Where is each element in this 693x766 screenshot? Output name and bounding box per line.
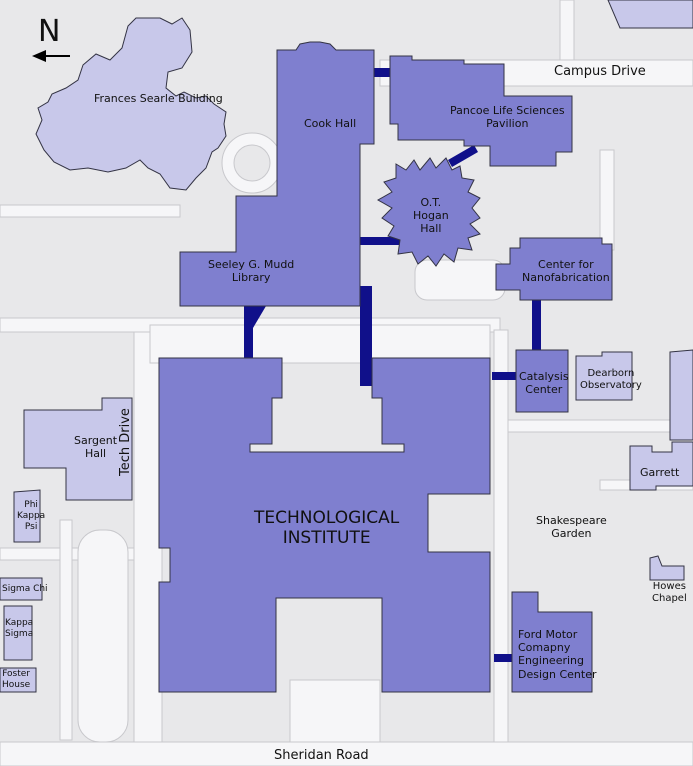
north-east-building-shape[interactable]	[607, 0, 693, 29]
ford-shape[interactable]	[511, 591, 593, 693]
connector-tech-ford	[494, 654, 512, 662]
connectors	[244, 68, 541, 662]
other-buildings	[0, 0, 693, 693]
hogan-courtyard	[414, 259, 506, 301]
tech-south-plaza	[289, 679, 381, 743]
howes-chapel-shape[interactable]	[649, 555, 685, 581]
walkway-west-1	[0, 204, 181, 218]
sargent-hall-shape[interactable]	[23, 397, 133, 501]
walkway-north-east	[559, 0, 575, 61]
sigma-chi-shape[interactable]	[0, 577, 43, 601]
walkway-east-1	[599, 149, 615, 251]
catalysis-shape[interactable]	[515, 349, 569, 413]
phi-kappa-psi-shape[interactable]	[13, 489, 41, 543]
walkway-west-3	[59, 519, 73, 741]
west-garden-path	[77, 529, 129, 743]
connector-cook-tech	[360, 286, 372, 386]
tech-north-plaza	[149, 324, 491, 364]
roundabout-island	[233, 144, 271, 182]
hogan-shape[interactable]	[376, 157, 481, 267]
north-arrow-head	[32, 50, 46, 62]
north-arrow-icon	[32, 50, 70, 62]
connector-cook-pancoe	[374, 68, 390, 77]
sheridan-road-surface	[0, 741, 693, 766]
garrett-shape[interactable]	[629, 441, 693, 491]
walkway-east-of-tech	[493, 329, 509, 743]
dearborn-shape[interactable]	[575, 351, 633, 401]
walkway-east-2	[507, 419, 693, 433]
kappa-sigma-shape[interactable]	[3, 605, 33, 661]
east-building-shape[interactable]	[669, 349, 693, 441]
featured-buildings	[158, 41, 613, 693]
tech-drive-surface	[133, 319, 163, 743]
frances-searle-shape[interactable]	[35, 17, 227, 191]
nanofab-shape[interactable]	[495, 237, 613, 301]
connector-tech-catalysis	[492, 372, 516, 380]
connector-cook-hogan	[360, 237, 404, 245]
pancoe-shape[interactable]	[389, 55, 573, 167]
connector-nano-catalysis	[532, 300, 541, 352]
connector-mudd-wedge	[244, 306, 266, 328]
tech-institute-shape[interactable]	[158, 357, 491, 693]
connector-pancoe-hogan	[448, 145, 478, 167]
connector-mudd-tech	[244, 306, 253, 358]
cook-mudd-shape[interactable]	[179, 41, 375, 307]
foster-house-shape[interactable]	[0, 667, 37, 693]
